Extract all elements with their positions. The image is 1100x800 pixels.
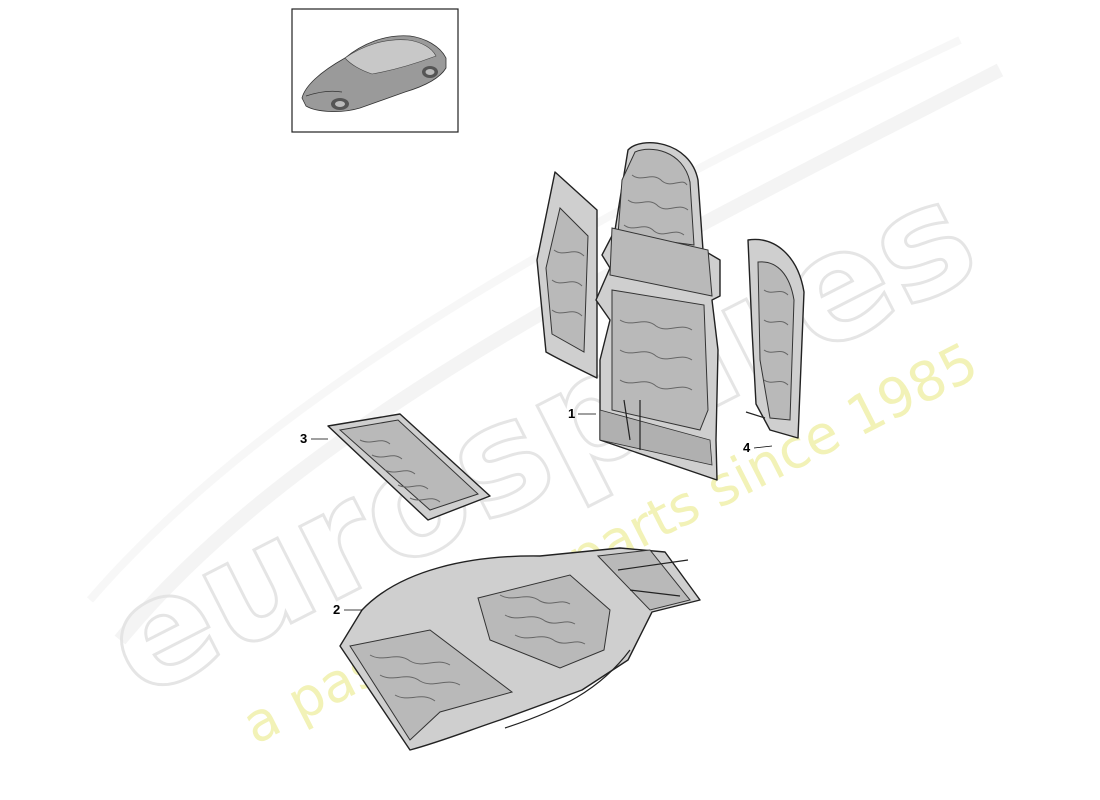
part-label-1[interactable]: 1: [568, 406, 596, 421]
part-number-3: 3: [300, 431, 307, 446]
part-label-4[interactable]: 4: [743, 440, 773, 455]
part-number-1: 1: [568, 406, 575, 421]
part-number-2: 2: [333, 602, 340, 617]
part-label-3[interactable]: 3: [300, 431, 328, 446]
part-number-4: 4: [743, 440, 751, 455]
part-2-floor-insulation[interactable]: [339, 547, 701, 751]
part-4-side-panel[interactable]: [745, 238, 805, 439]
part-label-2[interactable]: 2: [333, 602, 362, 617]
part-3-insulation-pad[interactable]: [327, 413, 491, 521]
car-thumbnail[interactable]: [291, 8, 459, 133]
part-1-insulation-pad[interactable]: [536, 142, 721, 481]
car-thumbnail-icon: [301, 35, 447, 112]
